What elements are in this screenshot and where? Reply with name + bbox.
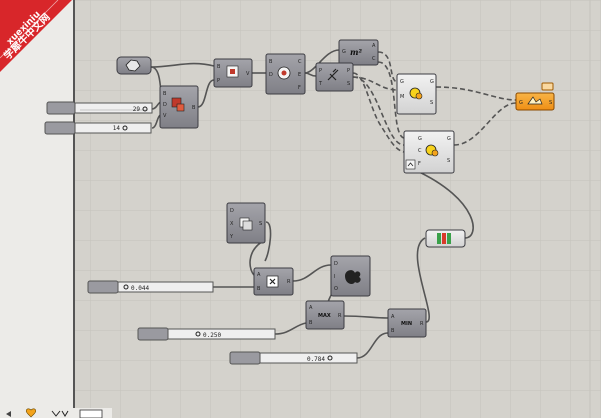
- slider-e-handle[interactable]: [327, 355, 333, 361]
- svg-text:S: S: [447, 158, 450, 164]
- svg-text:P: P: [319, 68, 322, 74]
- svg-text:X: X: [230, 221, 234, 227]
- svg-text:A: A: [372, 43, 376, 49]
- remap-node[interactable]: D I O: [330, 255, 371, 297]
- svg-text:G: G: [430, 79, 434, 85]
- svg-text:G: G: [519, 100, 523, 106]
- deconstruct-node[interactable]: P T P S: [315, 62, 354, 92]
- preview-node-2[interactable]: G C F G S: [403, 130, 455, 174]
- svg-text:C: C: [418, 148, 422, 154]
- box-node[interactable]: B D V B: [159, 85, 199, 129]
- min-node[interactable]: A B R MIN: [387, 308, 427, 338]
- slider-d[interactable]: 0.250: [137, 327, 276, 341]
- slider-e[interactable]: 0.784: [229, 351, 358, 365]
- slider-a-value: 29: [133, 106, 141, 113]
- svg-text:B: B: [269, 59, 273, 65]
- svg-text:F: F: [298, 85, 301, 91]
- center-node[interactable]: B D C E F: [265, 53, 306, 95]
- min-title: MIN: [401, 321, 412, 327]
- slider-c-value: 0.044: [131, 285, 149, 292]
- slider-e-value: 0.784: [307, 356, 325, 363]
- box-icon: [171, 97, 182, 108]
- svg-text:E: E: [298, 72, 301, 78]
- heart-icon[interactable]: [26, 408, 36, 418]
- bake-node[interactable]: G S: [515, 82, 555, 111]
- slider-d-value: 0.250: [203, 332, 221, 339]
- flip-icon: [345, 270, 361, 284]
- svg-text:F: F: [418, 161, 421, 167]
- slider-c[interactable]: 0.044: [87, 280, 214, 294]
- svg-text:B: B: [309, 320, 313, 326]
- svg-text:O: O: [334, 286, 338, 292]
- svg-text:S: S: [259, 221, 262, 227]
- text-icon[interactable]: [51, 410, 69, 417]
- max-node[interactable]: A B R MAX: [305, 300, 345, 330]
- multiply-node[interactable]: A B R: [253, 267, 294, 296]
- svg-text:R: R: [338, 313, 342, 319]
- expand-icon[interactable]: [405, 159, 416, 170]
- svg-text:G: G: [447, 136, 451, 142]
- svg-text:I: I: [334, 274, 335, 280]
- swatch-node[interactable]: [425, 229, 466, 248]
- surface-node[interactable]: D X Y S: [226, 202, 266, 244]
- slider-a-handle[interactable]: [142, 106, 148, 112]
- svg-text:A: A: [309, 305, 313, 311]
- bake-icon: [527, 96, 543, 105]
- svg-text:B: B: [217, 64, 221, 70]
- svg-text:D: D: [163, 102, 167, 108]
- svg-text:T: T: [318, 81, 323, 87]
- svg-text:D: D: [230, 208, 234, 214]
- color-swatch-icon: [437, 233, 441, 244]
- slider-b[interactable]: 14: [44, 121, 152, 135]
- brep-icon: [125, 59, 141, 72]
- sketch-icon[interactable]: [79, 409, 103, 418]
- svg-text:B: B: [257, 286, 261, 292]
- svg-text:V: V: [163, 113, 167, 119]
- dashed-wires: [352, 51, 517, 153]
- svg-text:A: A: [257, 272, 261, 278]
- svg-text:G: G: [342, 49, 346, 55]
- slider-d-handle[interactable]: [195, 331, 201, 337]
- svg-text:S: S: [549, 100, 552, 106]
- svg-text:M: M: [400, 94, 404, 100]
- slider-c-handle[interactable]: [123, 284, 129, 290]
- slider-b-handle[interactable]: [122, 125, 128, 131]
- brep-param-node[interactable]: [116, 56, 152, 75]
- svg-text:Y: Y: [229, 234, 234, 240]
- preview-node-1[interactable]: G M G S: [396, 73, 437, 115]
- deconstruct-icon: [327, 68, 339, 81]
- left-panel: [0, 0, 73, 418]
- svg-text:D: D: [334, 261, 338, 267]
- svg-text:P: P: [217, 78, 220, 84]
- svg-text:V: V: [246, 71, 250, 77]
- svg-text:C: C: [372, 56, 376, 62]
- max-title: MAX: [318, 313, 331, 319]
- svg-text:G: G: [418, 136, 422, 142]
- svg-text:R: R: [420, 321, 424, 327]
- arrow-icon[interactable]: [6, 411, 11, 417]
- svg-text:A: A: [391, 314, 395, 320]
- area-title: m²: [350, 47, 362, 57]
- svg-text:G: G: [400, 79, 404, 85]
- bounding-node[interactable]: B P V: [213, 58, 253, 88]
- svg-text:S: S: [430, 100, 433, 106]
- slider-a[interactable]: 29: [46, 101, 153, 115]
- svg-text:D: D: [269, 72, 273, 78]
- svg-text:C: C: [298, 59, 302, 65]
- svg-text:R: R: [287, 279, 291, 285]
- svg-text:P: P: [347, 68, 350, 74]
- bottom-toolbar: [0, 408, 112, 418]
- svg-text:B: B: [163, 91, 167, 97]
- wires: [150, 49, 474, 359]
- svg-text:S: S: [347, 81, 350, 87]
- svg-text:B: B: [391, 328, 395, 334]
- svg-text:B: B: [192, 105, 196, 111]
- area-node[interactable]: G A C m²: [338, 39, 379, 66]
- slider-b-value: 14: [113, 125, 121, 132]
